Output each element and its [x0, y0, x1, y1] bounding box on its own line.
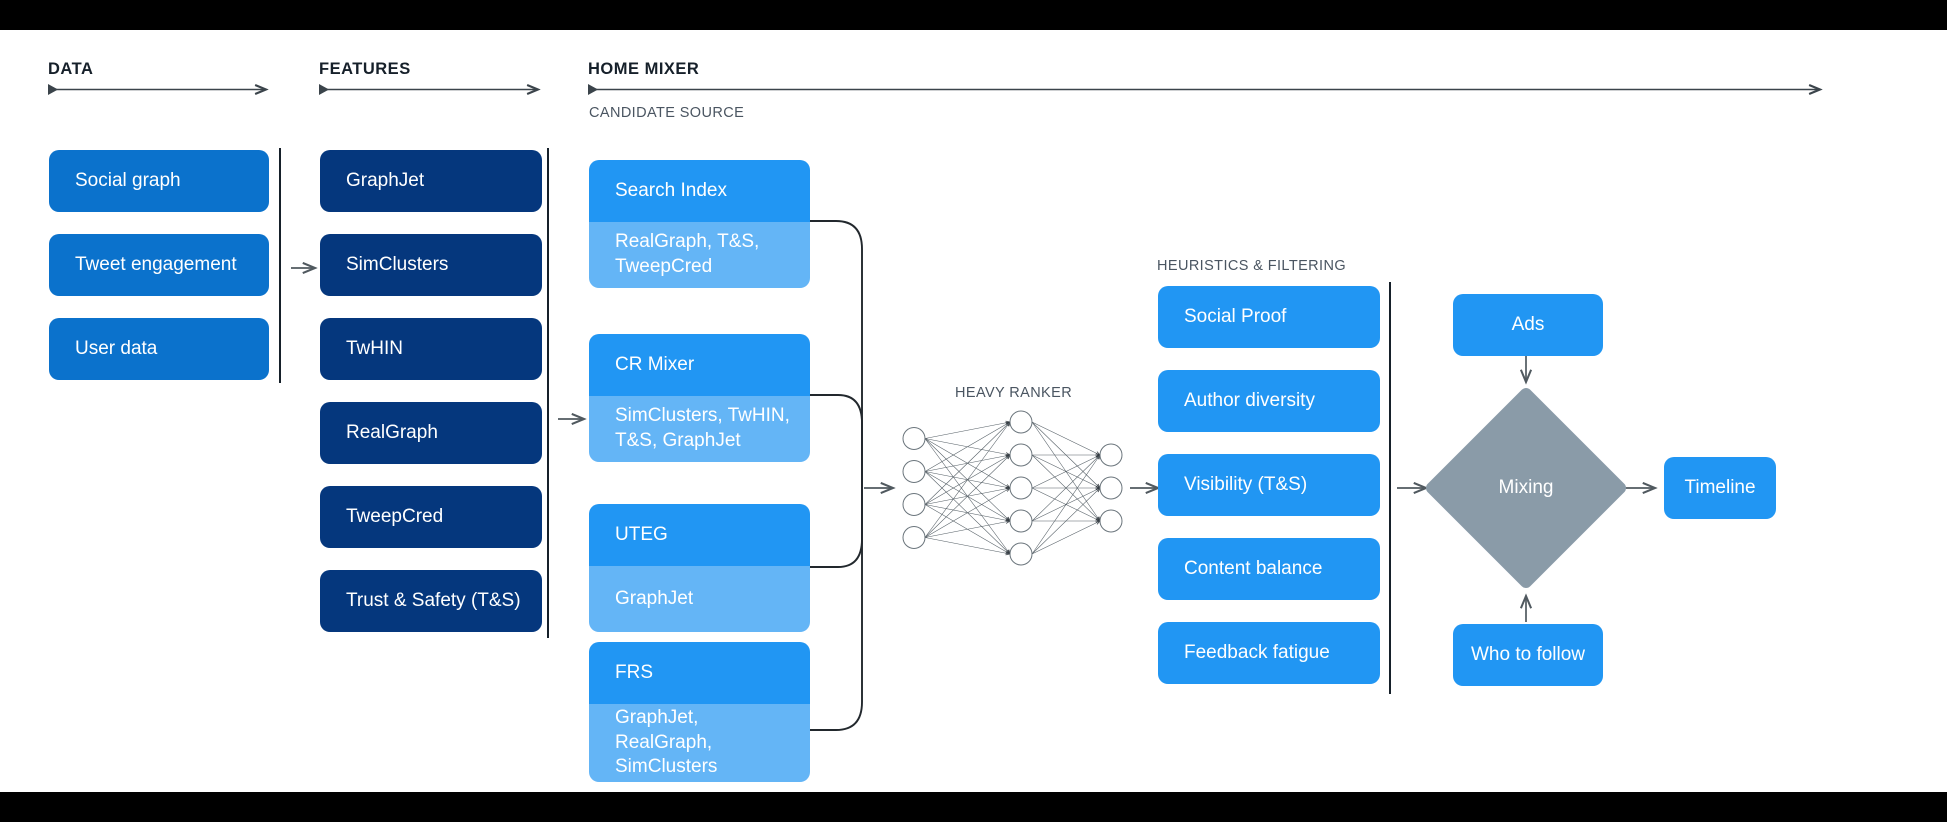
candidate-source-name: Search Index — [589, 160, 810, 222]
candidate-source-card-search-index[interactable]: Search Index RealGraph, T&S, TweepCred — [589, 160, 810, 288]
output-box-label: Timeline — [1684, 476, 1756, 498]
candidate-source-features: GraphJet — [589, 566, 810, 632]
candidate-source-features: GraphJet, RealGraph, SimClusters — [589, 704, 810, 782]
diagram-canvas: DATA FEATURES HOME MIXER CANDIDATE SOURC… — [0, 30, 1947, 792]
section-header-home-mixer: HOME MIXER — [588, 60, 700, 78]
output-box-who-to-follow[interactable]: Who to follow — [1453, 624, 1603, 686]
candidate-source-features: SimClusters, TwHIN, T&S, GraphJet — [589, 396, 810, 462]
mixing-diamond[interactable]: Mixing — [1426, 388, 1626, 588]
heuristic-box-feedback-fatigue[interactable]: Feedback fatigue — [1158, 622, 1380, 684]
output-box-ads[interactable]: Ads — [1453, 294, 1603, 356]
connector-overlay — [48, 84, 1947, 731]
candidate-source-name: FRS — [589, 642, 810, 704]
candidate-source-card-cr-mixer[interactable]: CR Mixer SimClusters, TwHIN, T&S, GraphJ… — [589, 334, 810, 462]
feature-box-graphjet[interactable]: GraphJet — [320, 150, 542, 212]
sub-label-heuristics: HEURISTICS & FILTERING — [1157, 258, 1346, 274]
output-box-label: Who to follow — [1470, 643, 1586, 665]
section-header-features: FEATURES — [319, 60, 411, 78]
candidate-source-name: CR Mixer — [589, 334, 810, 396]
data-box-user-data[interactable]: User data — [49, 318, 269, 380]
divider-features-home — [547, 148, 549, 638]
heuristic-box-label: Content balance — [1184, 557, 1323, 579]
heavy-ranker-network — [902, 410, 1123, 566]
candidate-source-card-frs[interactable]: FRS GraphJet, RealGraph, SimClusters — [589, 642, 810, 782]
heuristic-box-label: Social Proof — [1184, 305, 1287, 327]
heuristic-box-label: Feedback fatigue — [1184, 641, 1330, 663]
axis-data — [48, 84, 266, 95]
heuristic-box-author-diversity[interactable]: Author diversity — [1158, 370, 1380, 432]
output-box-label: Ads — [1511, 313, 1545, 335]
feature-box-label: Trust & Safety (T&S) — [346, 589, 521, 611]
output-box-timeline[interactable]: Timeline — [1664, 457, 1776, 519]
candidate-source-name: UTEG — [589, 504, 810, 566]
candidate-merge-curves — [810, 220, 863, 731]
axis-home-mixer — [588, 84, 1820, 95]
heuristic-box-label: Visibility (T&S) — [1184, 473, 1308, 495]
feature-box-label: TweepCred — [346, 505, 444, 527]
feature-box-label: GraphJet — [346, 169, 425, 191]
divider-data-features — [279, 148, 281, 383]
divider-heuristics-output — [1389, 282, 1391, 694]
heuristic-box-label: Author diversity — [1184, 389, 1315, 411]
data-box-label: User data — [75, 337, 158, 359]
feature-box-twhin[interactable]: TwHIN — [320, 318, 542, 380]
sub-label-candidate-source: CANDIDATE SOURCE — [589, 105, 745, 121]
feature-box-realgraph[interactable]: RealGraph — [320, 402, 542, 464]
feature-box-tweepcred[interactable]: TweepCred — [320, 486, 542, 548]
data-box-label: Social graph — [75, 169, 181, 191]
axis-features — [319, 84, 538, 95]
feature-box-label: RealGraph — [346, 421, 438, 443]
sub-label-heavy-ranker: HEAVY RANKER — [955, 385, 1073, 401]
heuristic-box-visibility[interactable]: Visibility (T&S) — [1158, 454, 1380, 516]
data-box-tweet-engagement[interactable]: Tweet engagement — [49, 234, 269, 296]
feature-box-simclusters[interactable]: SimClusters — [320, 234, 542, 296]
diamond-shape — [1426, 388, 1626, 588]
candidate-source-card-uteg[interactable]: UTEG GraphJet — [589, 504, 810, 632]
data-box-label: Tweet engagement — [75, 253, 237, 275]
heuristic-box-content-balance[interactable]: Content balance — [1158, 538, 1380, 600]
feature-box-label: TwHIN — [346, 337, 403, 359]
feature-box-trust-safety[interactable]: Trust & Safety (T&S) — [320, 570, 542, 632]
heuristic-box-social-proof[interactable]: Social Proof — [1158, 286, 1380, 348]
candidate-source-features: RealGraph, T&S, TweepCred — [589, 222, 810, 288]
section-header-data: DATA — [48, 60, 94, 78]
data-box-social-graph[interactable]: Social graph — [49, 150, 269, 212]
feature-box-label: SimClusters — [346, 253, 449, 275]
